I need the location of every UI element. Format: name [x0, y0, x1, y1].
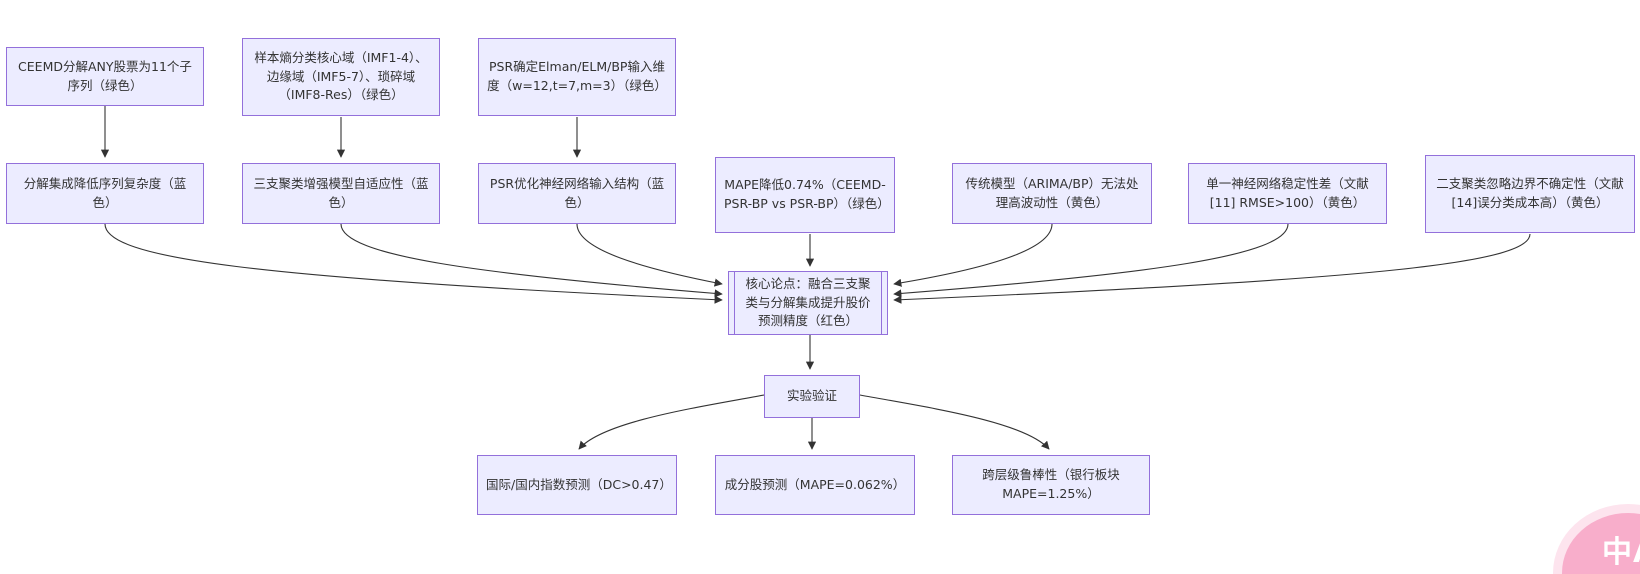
node-label: 传统模型（ARIMA/BP）无法处理高波动性（黄色） — [965, 175, 1139, 210]
node-core-thesis: 核心论点：融合三支聚类与分解集成提升股价预测精度（红色） — [728, 271, 888, 335]
node-two-way-clustering-limitation: 二支聚类忽略边界不确定性（文献[14]误分类成本高）（黄色） — [1425, 155, 1635, 233]
node-label: 成分股预测（MAPE=0.062%） — [724, 476, 906, 492]
node-label: 国际/国内指数预测（DC>0.47） — [486, 476, 672, 492]
edge-e-k — [340, 223, 723, 298]
edge-i-k — [893, 223, 1289, 298]
node-label: 三支聚类增强模型自适应性（蓝色） — [253, 175, 429, 210]
node-experimental-validation: 实验验证 — [764, 375, 860, 418]
edge-f-k — [576, 223, 723, 287]
node-label: CEEMD分解ANY股票为11个子序列（绿色） — [18, 58, 192, 93]
node-label: 分解集成降低序列复杂度（蓝色） — [23, 175, 187, 210]
node-label: PSR优化神经网络输入结构（蓝色） — [489, 175, 665, 210]
translate-icon: 中A — [1602, 535, 1640, 570]
edge-l-o — [859, 394, 1050, 450]
subroutine-border-right — [881, 272, 882, 334]
node-label: MAPE降低0.74%（CEEMD-PSR-BP vs PSR-BP）（绿色） — [724, 177, 890, 211]
node-three-way-clustering-adaptivity: 三支聚类增强模型自适应性（蓝色） — [242, 163, 440, 224]
node-label: 实验验证 — [786, 388, 837, 404]
edge-h-k — [893, 223, 1053, 287]
node-ceemd-decomposition: CEEMD分解ANY股票为11个子序列（绿色） — [6, 47, 204, 106]
node-sample-entropy-classification: 样本熵分类核心域（IMF1-4）、边缘域（IMF5-7）、琐碎域（IMF8-Re… — [242, 38, 440, 116]
node-constituent-stock-prediction: 成分股预测（MAPE=0.062%） — [715, 455, 915, 515]
node-psr-optimizes-input-structure: PSR优化神经网络输入结构（蓝色） — [478, 163, 676, 224]
node-label: 样本熵分类核心域（IMF1-4）、边缘域（IMF5-7）、琐碎域（IMF8-Re… — [254, 49, 428, 103]
translate-widget-badge[interactable]: 中A — [1562, 513, 1640, 574]
edge-d-k — [104, 223, 723, 304]
node-psr-input-dimensions: PSR确定Elman/ELM/BP输入维度（w=12,t=7,m=3）（绿色） — [478, 38, 676, 116]
node-single-network-instability: 单一神经网络稳定性差（文献[11] RMSE>100）（黄色） — [1188, 163, 1387, 224]
node-index-prediction: 国际/国内指数预测（DC>0.47） — [477, 455, 677, 515]
subroutine-border-left — [734, 272, 735, 334]
node-decomposition-reduces-complexity: 分解集成降低序列复杂度（蓝色） — [6, 163, 204, 224]
node-mape-reduction: MAPE降低0.74%（CEEMD-PSR-BP vs PSR-BP）（绿色） — [715, 157, 895, 233]
node-cross-level-robustness: 跨层级鲁棒性（银行板块MAPE=1.25%） — [952, 455, 1150, 515]
edge-j-k — [893, 233, 1531, 304]
node-label: 二支聚类忽略边界不确定性（文献[14]误分类成本高）（黄色） — [1436, 176, 1624, 210]
node-traditional-model-limitation: 传统模型（ARIMA/BP）无法处理高波动性（黄色） — [952, 163, 1152, 224]
node-label: 核心论点：融合三支聚类与分解集成提升股价预测精度（红色） — [745, 275, 871, 329]
node-label: 单一神经网络稳定性差（文献[11] RMSE>100）（黄色） — [1206, 175, 1369, 210]
edge-l-m — [578, 394, 765, 450]
node-label: 跨层级鲁棒性（银行板块MAPE=1.25%） — [982, 467, 1120, 501]
node-label: PSR确定Elman/ELM/BP输入维度（w=12,t=7,m=3）（绿色） — [487, 59, 667, 93]
